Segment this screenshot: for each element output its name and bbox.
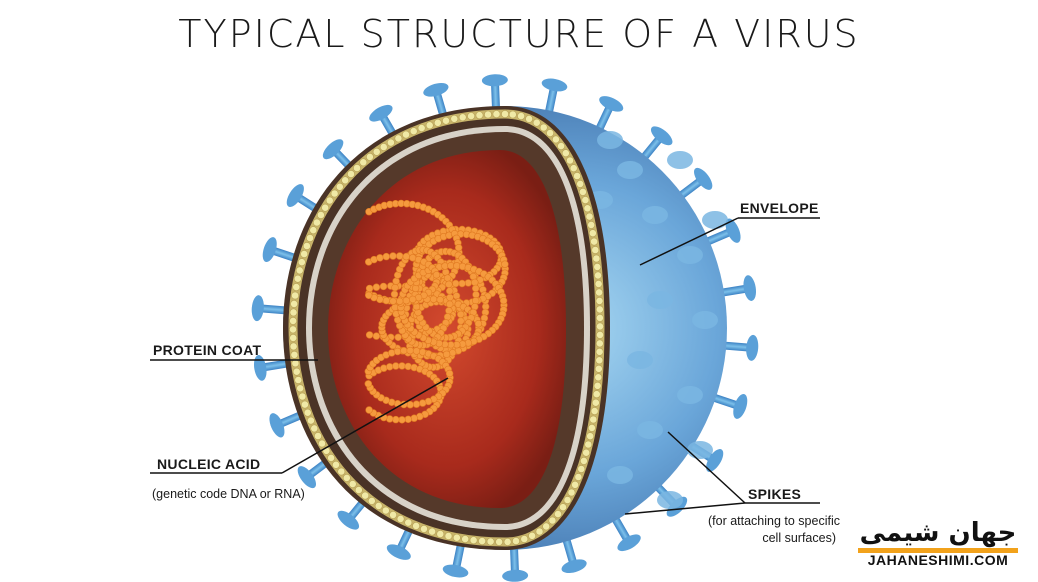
spikes-leader-line-2 xyxy=(624,502,746,515)
spike-bump-icon xyxy=(597,131,623,149)
spike-bump-icon xyxy=(607,466,633,484)
envelope-spike-bumps xyxy=(587,131,728,509)
watermark-accent-bar xyxy=(858,548,1018,553)
spike-bump-icon xyxy=(657,491,683,509)
spike-icon xyxy=(262,237,300,263)
watermark-logo: جهان شیمی JAHANESHIMI.COM xyxy=(858,516,1018,572)
spike-icon xyxy=(721,334,759,361)
spike-bump-icon xyxy=(637,421,663,439)
spike-icon xyxy=(710,393,748,419)
spike-icon xyxy=(423,83,449,120)
nucleic-acid-strand xyxy=(364,199,509,424)
diagram-title: TYPICAL STRUCTURE OF A VIRUS xyxy=(178,12,860,56)
spikes-leader-line-1 xyxy=(667,431,746,504)
nucleic-acid-label: NUCLEIC ACID xyxy=(157,456,261,472)
spike-bump-icon xyxy=(677,246,703,264)
spike-icon xyxy=(703,218,741,247)
spike-bump-icon xyxy=(647,291,673,309)
spike-bump-icon xyxy=(692,311,718,329)
envelope-label: ENVELOPE xyxy=(740,200,819,216)
nucleic-acid-note: (genetic code DNA or RNA) xyxy=(152,487,305,501)
coat-beads xyxy=(289,110,604,546)
spike-icon xyxy=(639,126,673,162)
spike-bump-icon xyxy=(627,351,653,369)
spike-bump-icon xyxy=(642,206,668,224)
spike-icon xyxy=(442,540,469,578)
spike-icon xyxy=(610,514,641,552)
spike-bump-icon xyxy=(667,151,693,169)
spike-bump-icon xyxy=(617,161,643,179)
spike-icon xyxy=(594,96,624,133)
spike-icon xyxy=(719,275,757,301)
watermark-persian-text: جهان شیمی xyxy=(859,518,1017,548)
spike-icon xyxy=(253,355,291,381)
spikes-note-line-1: (for attaching to specific xyxy=(707,514,840,528)
spike-bump-icon xyxy=(687,441,713,459)
spike-bump-icon xyxy=(702,211,728,229)
spike-icon xyxy=(251,295,289,322)
spike-icon xyxy=(481,74,508,111)
nucleic-acid-leader-line xyxy=(281,377,449,474)
envelope-leader-line xyxy=(639,217,739,266)
spike-icon xyxy=(676,167,713,201)
watermark-url-text: JAHANESHIMI.COM xyxy=(867,552,1009,568)
spike-icon xyxy=(541,78,568,116)
protein-coat-label: PROTEIN COAT xyxy=(153,342,262,358)
spike-icon xyxy=(561,536,587,573)
spike-bump-icon xyxy=(677,386,703,404)
spikes-note-line-2: cell surfaces) xyxy=(762,531,836,545)
spikes-label: SPIKES xyxy=(748,486,802,502)
spike-icon xyxy=(502,545,529,582)
